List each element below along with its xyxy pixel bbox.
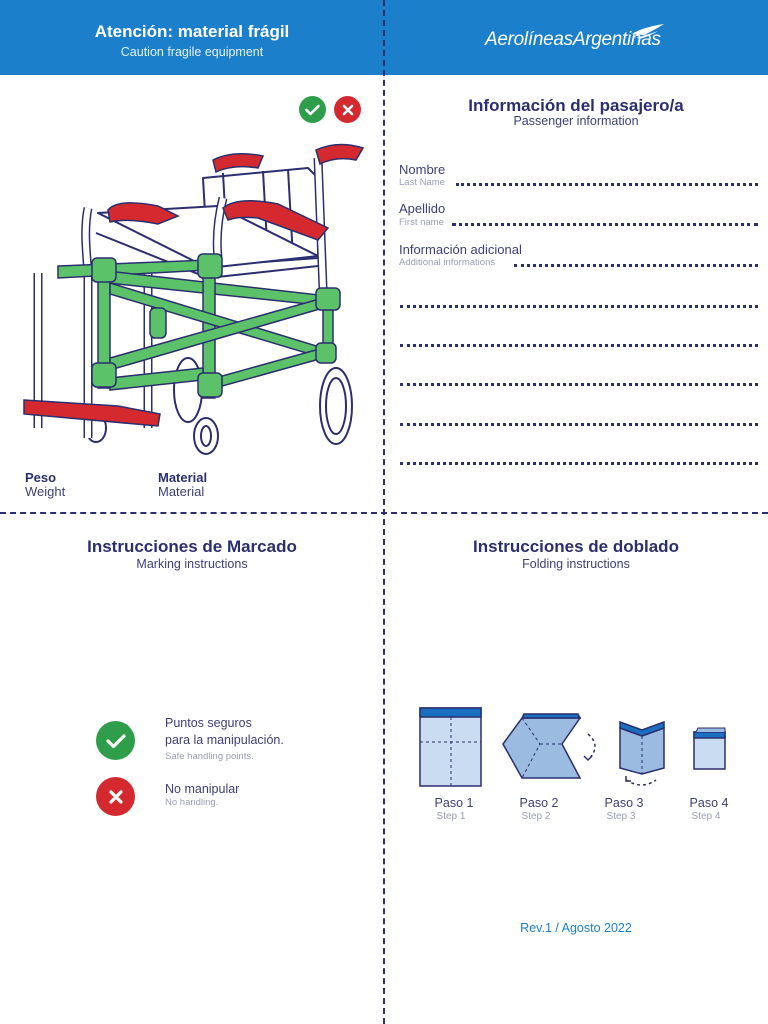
weight-label: Peso bbox=[25, 470, 57, 485]
checkmark-icon bbox=[96, 721, 135, 760]
safe-points-label: Puntos seguros para la manipulación. bbox=[165, 715, 284, 749]
airline-bird-logo bbox=[632, 24, 664, 39]
folding-subtitle: Folding instructions bbox=[522, 557, 630, 571]
additional-info-sublabel: Additional informations bbox=[399, 257, 496, 268]
wheelchair-illustration bbox=[23, 143, 365, 455]
material-sublabel: Material bbox=[158, 484, 205, 499]
no-handling-sublabel: No handling. bbox=[165, 797, 219, 808]
lastname-sublabel: First name bbox=[399, 217, 444, 228]
step-4-label: Paso 4 bbox=[689, 796, 729, 810]
step-1-sublabel: Step 1 bbox=[436, 811, 466, 822]
cross-icon bbox=[96, 777, 135, 816]
fold-step-2-illustration bbox=[502, 713, 596, 779]
additional-info-field[interactable] bbox=[514, 264, 758, 267]
passenger-title: Información del pasajero/a bbox=[468, 96, 684, 115]
name-sublabel: Last Name bbox=[399, 177, 445, 188]
additional-info-line[interactable] bbox=[400, 423, 758, 426]
revision-label: Rev.1 / Agosto 2022 bbox=[520, 921, 632, 935]
header-title: Atención: material frágil bbox=[94, 22, 290, 41]
header-subtitle: Caution fragile equipment bbox=[120, 45, 264, 59]
weight-sublabel: Weight bbox=[25, 484, 66, 499]
step-1-label: Paso 1 bbox=[434, 796, 474, 810]
step-2-label: Paso 2 bbox=[519, 796, 559, 810]
additional-info-line[interactable] bbox=[400, 383, 758, 386]
passenger-subtitle: Passenger information bbox=[513, 114, 639, 128]
step-2-sublabel: Step 2 bbox=[521, 811, 551, 822]
step-4-sublabel: Step 4 bbox=[691, 811, 721, 822]
no-handling-label: No manipular bbox=[165, 782, 240, 796]
fold-step-4-illustration bbox=[693, 727, 726, 770]
step-3-sublabel: Step 3 bbox=[606, 811, 636, 822]
additional-info-label: Información adicional bbox=[399, 242, 522, 257]
folding-title: Instrucciones de doblado bbox=[473, 537, 679, 556]
marking-subtitle: Marking instructions bbox=[136, 557, 248, 571]
lastname-field[interactable] bbox=[452, 223, 758, 226]
checkmark-icon bbox=[299, 96, 326, 123]
additional-info-line[interactable] bbox=[400, 305, 758, 308]
fold-step-3-illustration bbox=[619, 720, 665, 786]
additional-info-line[interactable] bbox=[400, 462, 758, 465]
material-label: Material bbox=[158, 470, 208, 485]
step-3-label: Paso 3 bbox=[604, 796, 644, 810]
name-label: Nombre bbox=[399, 162, 446, 177]
safe-points-line1: Puntos seguros bbox=[165, 716, 252, 730]
horizontal-fold-line bbox=[0, 512, 768, 514]
safe-points-sublabel: Safe handling points. bbox=[165, 751, 254, 762]
additional-info-line[interactable] bbox=[400, 344, 758, 347]
marking-title: Instrucciones de Marcado bbox=[87, 537, 297, 556]
name-field[interactable] bbox=[456, 183, 758, 186]
fold-step-1-illustration bbox=[419, 707, 482, 787]
airline-logo-text: AerolíneasArgentinas bbox=[485, 29, 661, 50]
safe-points-line2: para la manipulación. bbox=[165, 733, 284, 747]
lastname-label: Apellido bbox=[399, 201, 446, 216]
cross-icon bbox=[334, 96, 361, 123]
